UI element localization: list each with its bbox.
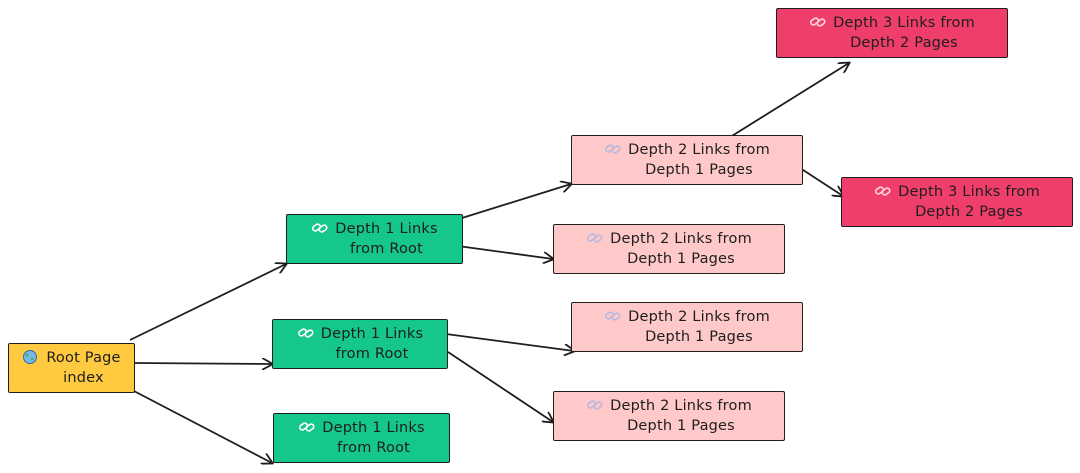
depth2-node-d: Depth 2 Links from Depth 1 Pages: [553, 391, 785, 441]
link-icon: [298, 419, 316, 435]
edge-d1-a-to-d2-a: [461, 184, 571, 219]
depth1-node-a: Depth 1 Links from Root: [286, 214, 463, 264]
edge-d2-a-to-d3-a: [726, 63, 849, 140]
depth3-node-a: Depth 3 Links from Depth 2 Pages: [776, 8, 1008, 58]
link-icon: [874, 183, 892, 199]
depth2-node-c-label: Depth 2 Links from Depth 1 Pages: [628, 309, 770, 345]
edge-d1-b-to-d2-d: [447, 351, 553, 422]
link-icon: [809, 14, 827, 30]
link-icon: [586, 397, 604, 413]
edge-root-to-d1-c: [131, 389, 272, 463]
link-icon: [311, 220, 329, 236]
depth1-node-c-label: Depth 1 Links from Root: [322, 420, 425, 456]
root-page-node: Root Page index: [8, 343, 135, 393]
edge-d1-b-to-d2-c: [445, 333, 574, 351]
depth2-node-a-label: Depth 2 Links from Depth 1 Pages: [628, 142, 770, 178]
depth2-node-a: Depth 2 Links from Depth 1 Pages: [571, 135, 803, 185]
depth1-node-c: Depth 1 Links from Root: [273, 413, 450, 463]
depth3-node-b: Depth 3 Links from Depth 2 Pages: [841, 177, 1073, 227]
link-icon: [586, 230, 604, 246]
edge-root-to-d1-a: [129, 264, 286, 341]
root-page-label: Root Page index: [46, 350, 121, 386]
depth1-node-b: Depth 1 Links from Root: [272, 319, 448, 369]
depth2-node-b-label: Depth 2 Links from Depth 1 Pages: [610, 231, 752, 267]
depth1-node-b-label: Depth 1 Links from Root: [320, 326, 424, 362]
depth3-node-a-label: Depth 3 Links from Depth 2 Pages: [833, 15, 975, 51]
link-icon: [604, 308, 622, 324]
depth3-node-b-label: Depth 3 Links from Depth 2 Pages: [898, 184, 1040, 220]
depth2-node-c: Depth 2 Links from Depth 1 Pages: [571, 302, 803, 352]
edge-d2-a-to-d3-b: [799, 167, 843, 196]
edge-root-to-d1-b: [134, 363, 272, 364]
depth2-node-d-label: Depth 2 Links from Depth 1 Pages: [610, 398, 752, 434]
depth2-node-b: Depth 2 Links from Depth 1 Pages: [553, 224, 785, 274]
edge-d1-a-to-d2-b: [457, 245, 553, 259]
link-icon: [297, 325, 315, 341]
link-icon: [604, 141, 622, 157]
depth1-node-a-label: Depth 1 Links from Root: [335, 221, 438, 257]
globe-icon: [22, 349, 40, 365]
